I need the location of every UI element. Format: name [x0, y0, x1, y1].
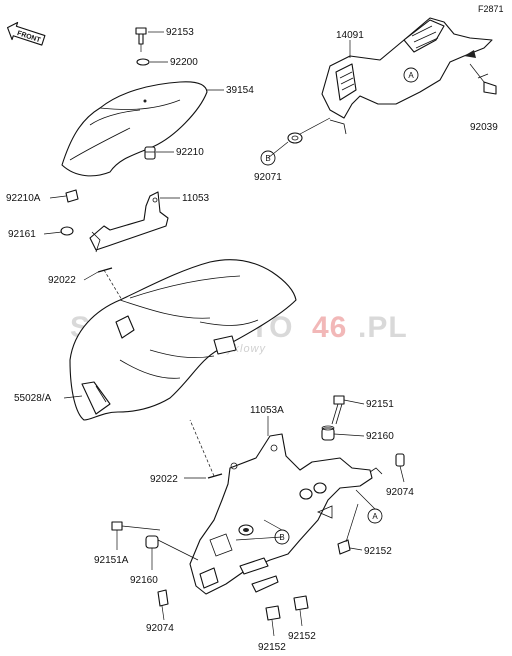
clip-92022-top-icon — [97, 267, 141, 331]
label-11053A: 11053A — [250, 405, 284, 416]
label-92074-left: 92074 — [146, 623, 174, 634]
label-92152-mid: 92152 — [288, 631, 316, 642]
bolt-92151A-icon — [111, 521, 161, 531]
label-55028A: 55028/A — [14, 393, 52, 404]
windscreen-39154-icon — [61, 81, 208, 177]
grommet-92160-left-icon — [145, 535, 199, 561]
svg-text:A: A — [372, 512, 378, 521]
label-92210A: 92210A — [6, 193, 41, 204]
svg-text:B: B — [265, 154, 270, 163]
callout-a-top-icon: A — [403, 67, 419, 83]
grommet-92161-icon — [60, 226, 74, 236]
cowl-14091-icon — [321, 17, 493, 135]
screw-92153-icon — [135, 27, 147, 52]
label-92074-right: 92074 — [386, 487, 414, 498]
part-labels: 92153 92200 39154 92210 11053 92210A 921… — [6, 27, 498, 653]
label-92153: 92153 — [166, 27, 194, 38]
label-92152-bottom: 92152 — [258, 642, 286, 653]
screw-92039-icon — [469, 63, 497, 95]
label-92160-right: 92160 — [366, 431, 394, 442]
svg-text:B: B — [279, 533, 284, 542]
label-92039: 92039 — [470, 122, 498, 133]
clip-92210A-icon — [65, 189, 79, 203]
front-arrow-icon: FRONT — [6, 21, 46, 46]
washer-92200-icon — [136, 58, 150, 66]
leader-lines — [43, 31, 405, 637]
grommet-92160-right-icon — [321, 425, 335, 441]
label-92210: 92210 — [176, 147, 204, 158]
watermark-text-number: 46 — [312, 311, 347, 344]
label-92071: 92071 — [254, 172, 282, 183]
screw-92152-bottom-icon — [265, 605, 281, 621]
bracket-11053A-icon — [189, 433, 383, 595]
bolt-92151-icon — [331, 395, 345, 425]
label-92022-top: 92022 — [48, 275, 76, 286]
watermark-text-suffix: .PL — [358, 311, 408, 344]
nut-92074-right-icon — [395, 453, 405, 467]
label-92200: 92200 — [170, 57, 198, 68]
stay-11053-icon — [89, 191, 169, 253]
label-92151A: 92151A — [94, 555, 129, 566]
clip-92022-bottom-icon — [189, 419, 223, 479]
label-92161: 92161 — [8, 229, 36, 240]
label-92022-bottom: 92022 — [150, 474, 178, 485]
label-14091: 14091 — [336, 30, 364, 41]
screw-92152-right-icon — [337, 503, 359, 555]
svg-text:A: A — [408, 71, 414, 80]
label-39154: 39154 — [226, 85, 254, 96]
diagram-code: F2871 — [478, 4, 504, 14]
label-11053: 11053 — [182, 193, 210, 204]
grommet-92071-icon — [287, 117, 331, 144]
callout-a-bottom-icon: A — [367, 508, 383, 524]
label-92152-right: 92152 — [364, 546, 392, 557]
label-92160-left: 92160 — [130, 575, 158, 586]
upper-fairing-55028A-icon — [69, 259, 297, 421]
nut-92074-left-icon — [157, 589, 169, 607]
screw-92152-mid-icon — [293, 595, 309, 611]
grommet-92210-icon — [144, 146, 156, 160]
label-92151: 92151 — [366, 399, 394, 410]
